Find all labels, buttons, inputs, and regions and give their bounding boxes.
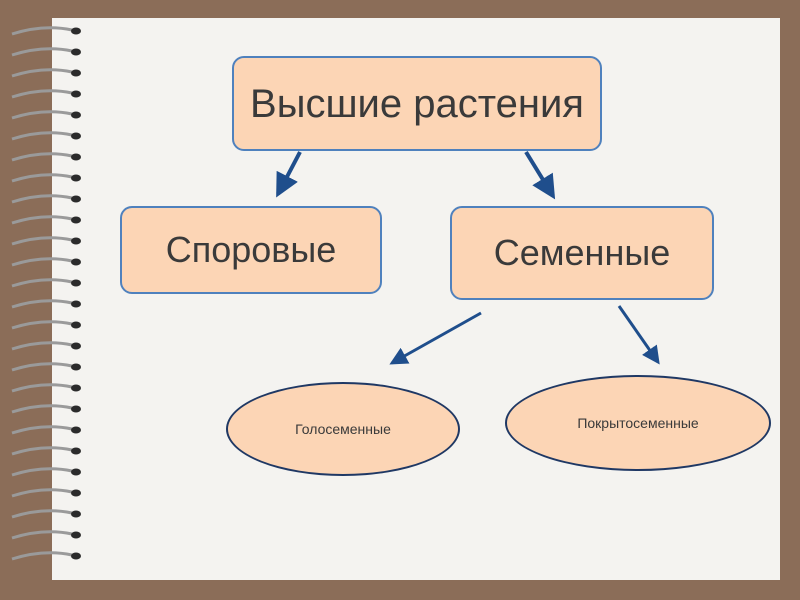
spiral-ring (11, 341, 81, 351)
spiral-ring (11, 194, 81, 204)
spiral-ring (11, 320, 81, 330)
spiral-ring (11, 446, 81, 456)
spiral-ring (11, 299, 81, 309)
spiral-ring (11, 26, 81, 36)
spiral-ring (11, 173, 81, 183)
root-node-label: Высшие растения (250, 81, 584, 126)
spiral-ring (11, 215, 81, 225)
seed-plants-label: Семенные (493, 232, 671, 273)
spiral-ring (11, 530, 81, 540)
spiral-ring (11, 425, 81, 435)
spore-plants-box: Споровые (120, 206, 382, 294)
spiral-binding (11, 26, 81, 561)
spiral-ring (11, 467, 81, 477)
spiral-ring (11, 47, 81, 57)
spiral-ring (11, 551, 81, 561)
angiosperms-label: Покрытосеменные (577, 414, 699, 431)
spiral-ring (11, 257, 81, 267)
spiral-ring (11, 68, 81, 78)
spiral-ring (11, 131, 81, 141)
angiosperms-oval: Покрытосеменные (505, 375, 771, 471)
spiral-ring (11, 509, 81, 519)
spiral-ring (11, 152, 81, 162)
seed-plants-box: Семенные (450, 206, 714, 300)
gymnosperms-label: Голосеменные (295, 421, 391, 437)
spiral-ring (11, 278, 81, 288)
root-node-box: Высшие растения (232, 56, 602, 151)
spore-plants-label: Споровые (165, 229, 337, 270)
spiral-ring (11, 488, 81, 498)
spiral-ring (11, 236, 81, 246)
gymnosperms-oval: Голосеменные (226, 382, 460, 476)
spiral-ring (11, 383, 81, 393)
spiral-ring (11, 89, 81, 99)
spiral-ring (11, 404, 81, 414)
spiral-ring (11, 110, 81, 120)
spiral-ring (11, 362, 81, 372)
